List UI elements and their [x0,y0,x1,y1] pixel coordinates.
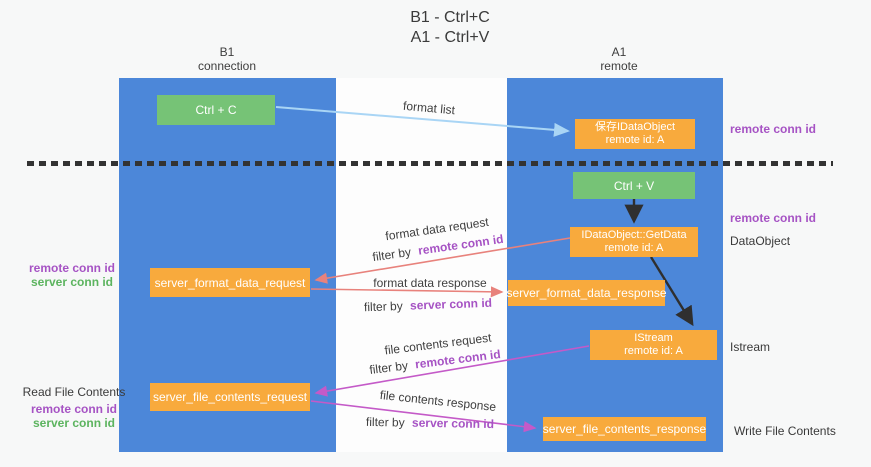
label-dataobject: DataObject [730,234,791,248]
node-server-file-contents-request: server_file_contents_request [150,383,310,411]
node-getdata-line1: IDataObject::GetData [581,229,687,241]
edge-filter-file-contents-response: filter by server conn id [366,415,494,431]
label-group-format-conn-ids: remote conn id server conn id [14,261,130,289]
label-left-remote-conn-id-2: remote conn id [30,402,117,416]
node-save-idataobject-line1: 保存IDataObject [594,121,676,133]
node-istream: IStream remote id: A [590,330,717,360]
title-line-1: B1 - Ctrl+C [410,9,490,26]
lane-a1-role: remote [600,59,638,73]
label-left-server-conn-id-2: server conn id [32,416,116,430]
lane-header-a1: A1 remote [549,45,689,73]
edge-label-format-data-response: format data response [373,276,487,290]
copy-paste-divider-line [27,161,833,166]
lane-header-b1: B1 connection [157,45,297,73]
label-remote-conn-id-mid: remote conn id [730,211,817,225]
node-server-format-data-response: server_format_data_response [506,280,667,306]
node-format-response-label: server_format_data_response [506,286,667,300]
node-idataobject-getdata: IDataObject::GetData remote id: A [570,227,698,257]
lane-a1-name: A1 [611,45,627,59]
node-file-request-label: server_file_contents_request [152,390,308,404]
label-istream: Istream [730,340,771,354]
filter-prefix: filter by [363,298,407,315]
filter-key-server-conn-id: server conn id [409,295,493,313]
diagram-title: B1 - Ctrl+C A1 - Ctrl+V [330,8,570,48]
node-istream-line2: remote id: A [624,345,683,357]
arrow-getdata-to-istream [649,256,694,327]
arrow-format-data-request [314,237,571,284]
label-write-file-contents: Write File Contents [734,424,836,438]
label-left-server-conn-id: server conn id [30,275,114,289]
label-read-file-contents: Read File Contents [22,385,126,399]
title-line-2: A1 - Ctrl+V [410,29,490,46]
label-group-file-conn-ids: Read File Contents remote conn id server… [16,385,132,430]
node-istream-line1: IStream [634,332,673,344]
filter-key-server-conn-id: server conn id [411,415,495,432]
label-left-remote-conn-id: remote conn id [28,261,115,275]
arrow-file-contents-request [314,345,590,397]
node-ctrl-c: Ctrl + C [157,95,275,125]
lane-b1-role: connection [197,59,257,73]
arrow-format-list [275,106,570,137]
node-ctrl-c-label: Ctrl + C [195,103,237,117]
lane-b1-name: B1 [219,45,235,59]
lane-gap-background [336,78,507,452]
node-getdata-line2: remote id: A [604,242,664,254]
node-format-request-label: server_format_data_request [154,275,306,290]
node-save-idataobject: 保存IDataObject remote id: A [575,119,695,149]
filter-prefix: filter by [365,414,409,430]
node-server-format-data-request: server_format_data_request [150,268,310,297]
node-save-idataobject-line2: remote id: A [605,134,665,146]
node-ctrl-v-label: Ctrl + V [613,178,655,193]
label-remote-conn-id-top: remote conn id [730,122,817,136]
node-file-response-label: server_file_contents_response [542,422,707,436]
arrow-file-contents-response [310,400,537,433]
node-ctrl-v: Ctrl + V [573,172,695,199]
node-server-file-contents-response: server_file_contents_response [543,417,706,441]
arrow-format-data-response [310,286,504,298]
